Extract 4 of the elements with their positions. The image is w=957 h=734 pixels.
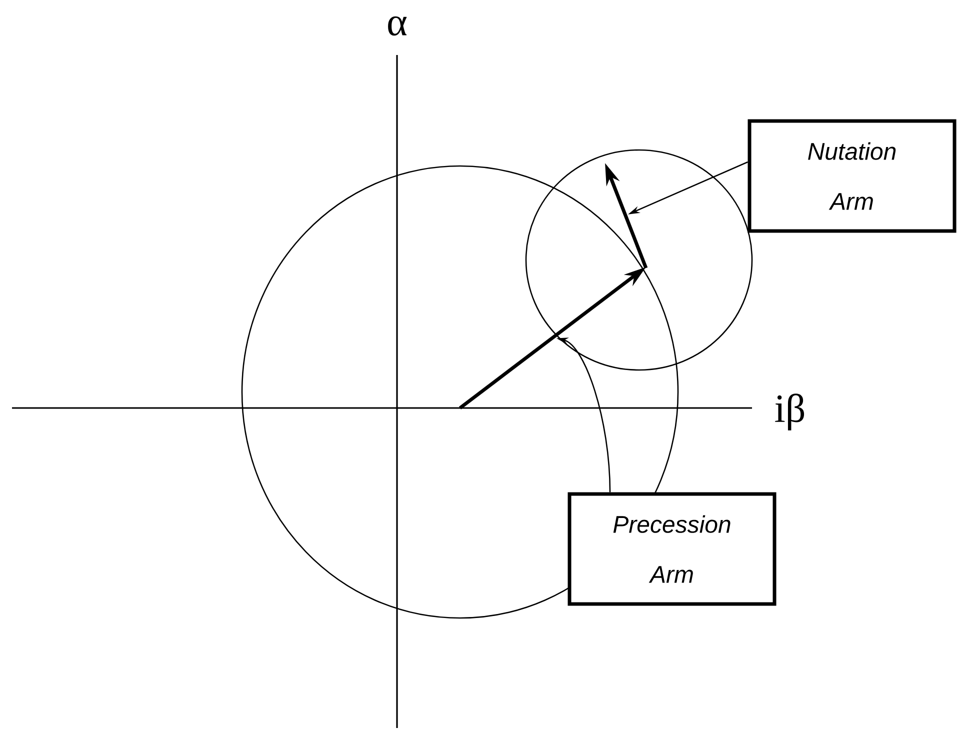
axis-label: iβ [775,394,804,430]
axis-label: α [388,16,407,36]
label-box: Nutation Arm [748,119,956,233]
label-box: Precession Arm [568,492,776,606]
